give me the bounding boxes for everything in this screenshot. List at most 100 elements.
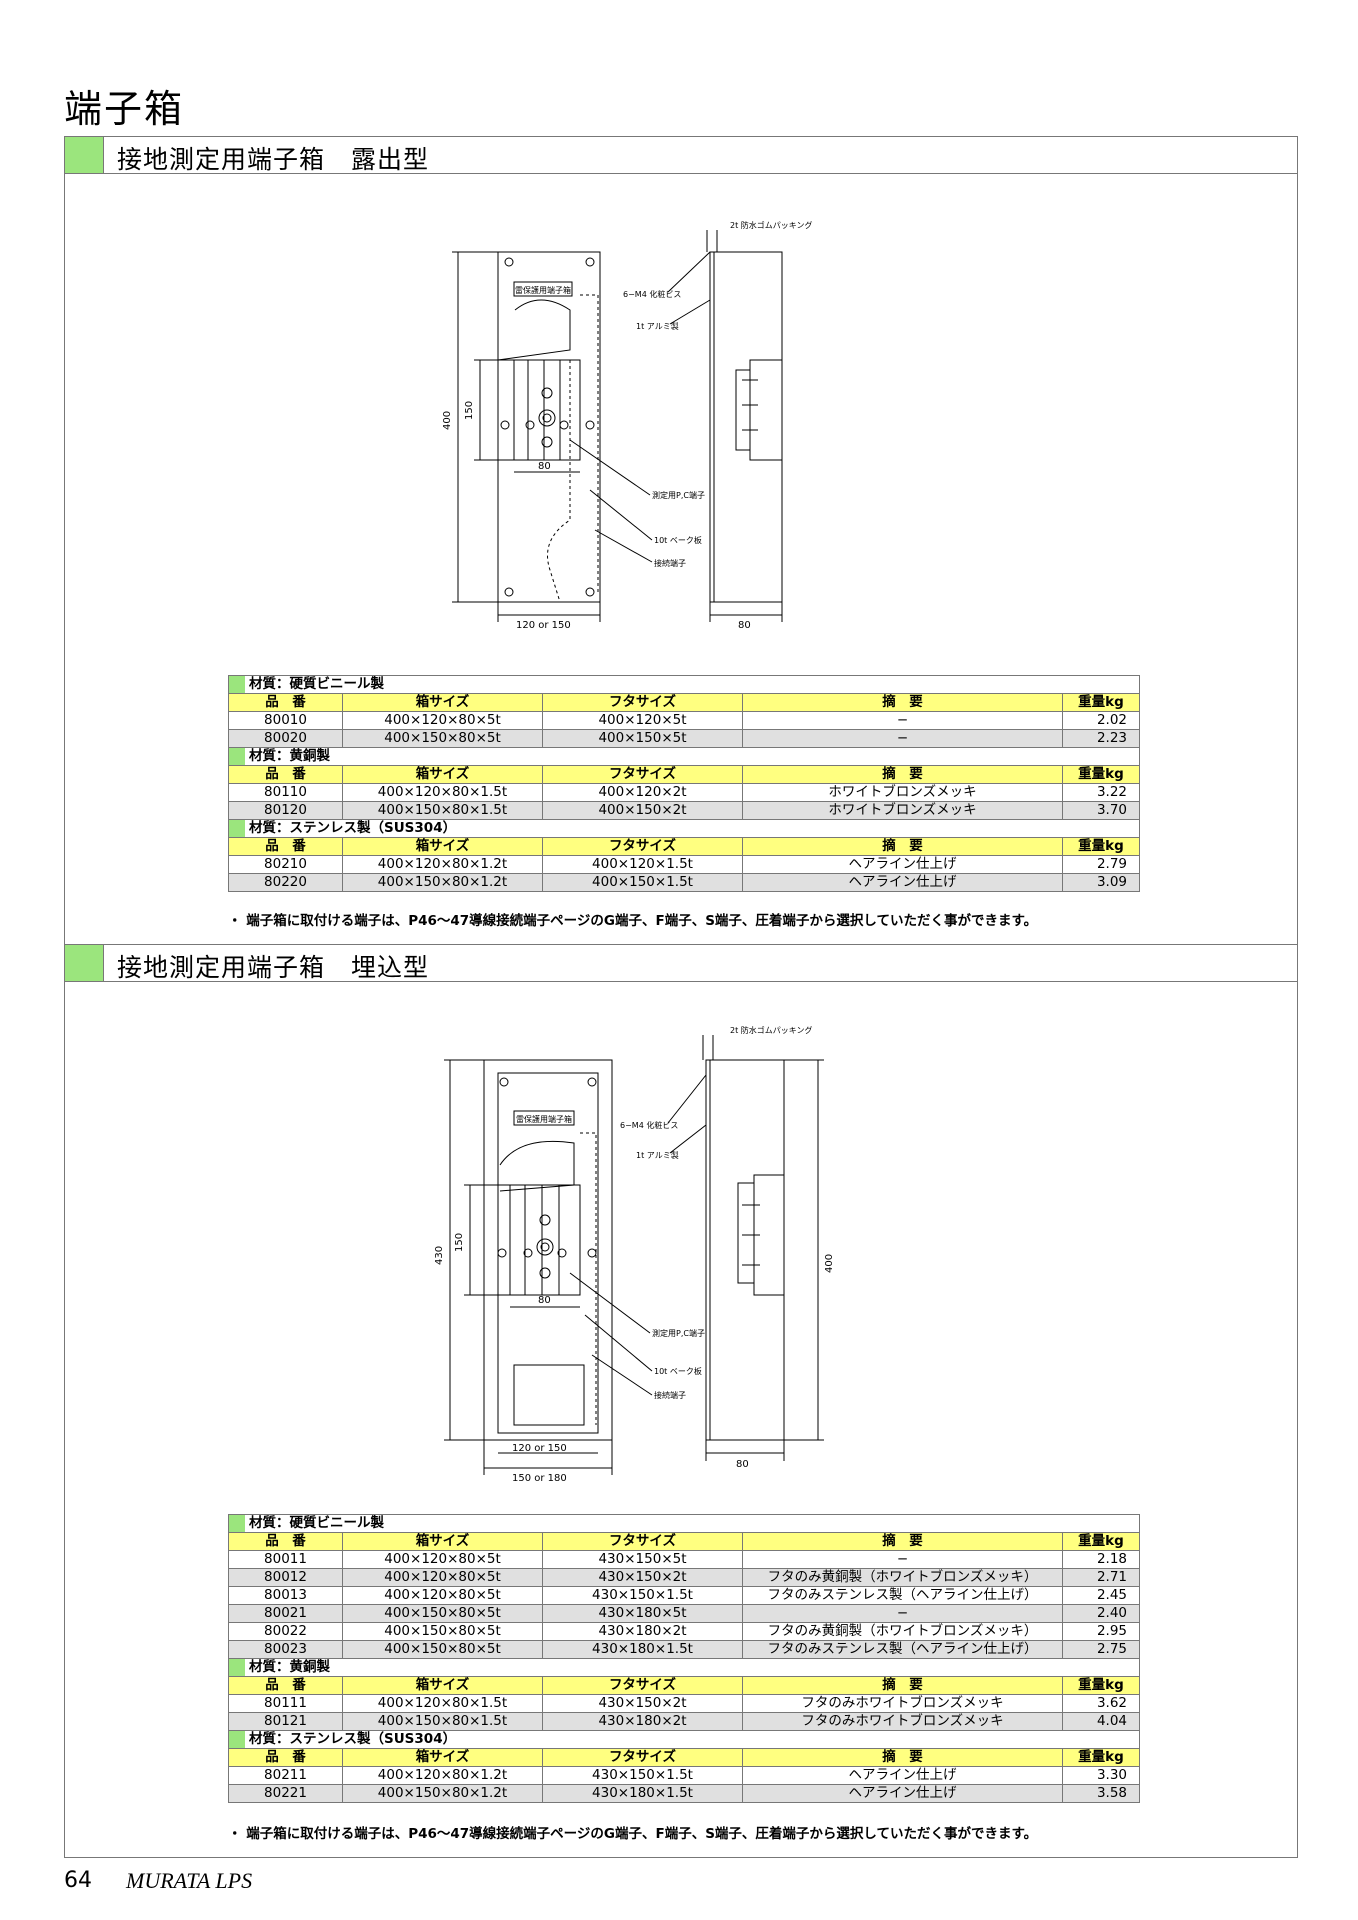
table-cell: 430×180×2t (542, 1622, 743, 1641)
table-cell: フタのみ黄銅製（ホワイトブロンズメッキ） (742, 1622, 1063, 1641)
note-text: ・ 端子箱に取付ける端子は、P46〜47導線接続端子ページのG端子、F端子、S端… (228, 1826, 1038, 1842)
material-label: 材質：ステンレス製（SUS304） (249, 1731, 457, 1748)
table-cell: 400×150×80×5t (342, 1604, 543, 1623)
table-cell: 80021 (228, 1604, 343, 1623)
table-cell: 2.23 (1062, 729, 1140, 748)
table-cell: 摘 要 (742, 1748, 1063, 1767)
drawing-exposed: 雷保護用端子箱 400 150 80 120 or 150 測定用P,C端子 1… (442, 220, 813, 630)
table-cell: − (742, 1604, 1063, 1623)
material-label: 材質：黄銅製 (249, 748, 330, 765)
section-heading-embedded: 接地測定用端子箱 埋込型 (64, 944, 1298, 982)
dim-width-outer: 120 or 150 (516, 620, 571, 630)
table-cell: 430×150×1.5t (542, 1586, 743, 1605)
table-cell: 箱サイズ (342, 1748, 543, 1767)
table-cell: フタのみステンレス製（ヘアライン仕上げ） (742, 1640, 1063, 1659)
table-cell: 80110 (228, 783, 343, 802)
callout-connect: 接続端子 (654, 558, 686, 568)
table-cell: 2.18 (1062, 1550, 1140, 1569)
table-cell: 430×150×2t (542, 1694, 743, 1713)
table-cell: 400×150×80×1.2t (342, 1784, 543, 1803)
dim-height-inner: 150 (464, 401, 475, 420)
table-cell: 80121 (228, 1712, 343, 1731)
table-cell: 品 番 (228, 1532, 343, 1551)
col-kg: 重量kg (1062, 693, 1140, 712)
callout-terminal: 測定用P,C端子 (652, 490, 705, 500)
table-cell: 400×150×1.5t (542, 873, 743, 892)
table-cell: 400×150×80×5t (342, 729, 543, 748)
table-cell: 400×150×5t (542, 729, 743, 748)
table-cell: 箱サイズ (342, 1676, 543, 1695)
col-note: 摘 要 (742, 693, 1063, 712)
table-cell: 2.95 (1062, 1622, 1140, 1641)
side-gasket: 2t 防水ゴムパッキング (730, 1025, 813, 1035)
material-label: 材質：黄銅製 (249, 1659, 330, 1676)
table-cell: 80013 (228, 1586, 343, 1605)
table-cell: 80220 (228, 873, 343, 892)
table-cell: 3.70 (1062, 801, 1140, 820)
table-cell: 400×120×80×5t (342, 711, 543, 730)
section-title: 接地測定用端子箱 露出型 (117, 145, 430, 174)
table-cell: 80120 (228, 801, 343, 820)
table-cell: 重量kg (1062, 1748, 1140, 1767)
table-cell: 430×150×5t (542, 1550, 743, 1569)
table-cell: 2.02 (1062, 711, 1140, 730)
dim-width-inner: 80 (538, 1295, 551, 1306)
col-no: 品 番 (228, 693, 343, 712)
section-marker (65, 945, 104, 981)
table-cell: 箱サイズ (342, 837, 543, 856)
table-cell: ヘアライン仕上げ (742, 855, 1063, 874)
table-cell: 箱サイズ (342, 1532, 543, 1551)
table-cell: フタサイズ (542, 1748, 743, 1767)
footer-brand: MURATA LPS (126, 1868, 253, 1893)
table-cell: フタのみホワイトブロンズメッキ (742, 1694, 1063, 1713)
dim-width-outer: 120 or 150 (512, 1443, 567, 1454)
table-cell: 430×180×2t (542, 1712, 743, 1731)
table-cell: 80111 (228, 1694, 343, 1713)
table-cell: 品 番 (228, 837, 343, 856)
table-cell: 400×120×80×5t (342, 1586, 543, 1605)
table-cell: 80211 (228, 1766, 343, 1785)
table-cell: 2.75 (1062, 1640, 1140, 1659)
table-cell: 3.62 (1062, 1694, 1140, 1713)
material-label: 材質：ステンレス製（SUS304） (249, 820, 457, 837)
table-cell: − (742, 729, 1063, 748)
table-cell: 箱サイズ (342, 765, 543, 784)
table-cell: 重量kg (1062, 765, 1140, 784)
table-cell: 摘 要 (742, 837, 1063, 856)
table-cell: 80011 (228, 1550, 343, 1569)
table-cell: フタのみ黄銅製（ホワイトブロンズメッキ） (742, 1568, 1063, 1587)
table-cell: 400×120×2t (542, 783, 743, 802)
table-cell: 400×150×2t (542, 801, 743, 820)
col-lid: フタサイズ (542, 693, 743, 712)
table-cell: ホワイトブロンズメッキ (742, 783, 1063, 802)
dim-width-inner: 80 (538, 461, 551, 472)
table-cell: 430×180×5t (542, 1604, 743, 1623)
table-cell: 400×120×80×5t (342, 1550, 543, 1569)
table-cell: 400×120×80×1.5t (342, 1694, 543, 1713)
dim-height-total: 400 (442, 411, 453, 430)
side-alu: 1t アルミ製 (636, 1150, 679, 1160)
table-cell: 430×150×1.5t (542, 1766, 743, 1785)
table-cell: フタサイズ (542, 765, 743, 784)
drawing-embedded: 雷保護用端子箱 430 150 80 120 or 150 150 or 180… (434, 1025, 835, 1484)
table-cell: − (742, 711, 1063, 730)
side-gasket: 2t 防水ゴムパッキング (730, 220, 813, 230)
note-text: ・ 端子箱に取付ける端子は、P46〜47導線接続端子ページのG端子、F端子、S端… (228, 913, 1038, 929)
table-cell: 3.22 (1062, 783, 1140, 802)
table-cell: 3.30 (1062, 1766, 1140, 1785)
table-cell: 400×150×80×1.5t (342, 1712, 543, 1731)
page-title: 端子箱 (64, 87, 185, 131)
